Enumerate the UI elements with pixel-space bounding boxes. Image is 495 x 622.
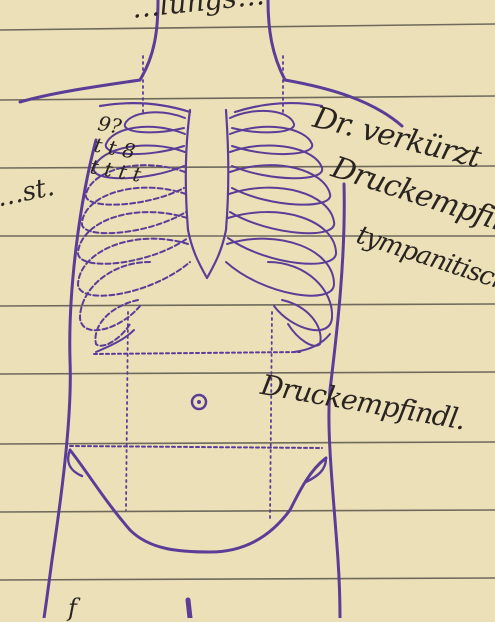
abdomen-line-upper bbox=[94, 352, 300, 354]
rib-right-8 bbox=[268, 262, 332, 330]
rib-right-1 bbox=[230, 111, 294, 132]
shoulder-left bbox=[20, 80, 140, 102]
rib-left-1 bbox=[125, 112, 185, 132]
abdomen-line-lower bbox=[70, 446, 322, 448]
body-outline-left bbox=[44, 140, 96, 618]
sternum bbox=[186, 110, 228, 278]
rib-left-9 bbox=[95, 300, 138, 346]
rib-right-9 bbox=[282, 300, 321, 346]
groin-stroke bbox=[188, 600, 190, 618]
clavicle-right bbox=[235, 103, 322, 112]
midclavicular-line-left bbox=[126, 56, 143, 510]
rib-left-8 bbox=[80, 262, 150, 330]
clavicle-left bbox=[100, 103, 190, 112]
pelvis-curve bbox=[70, 450, 326, 552]
